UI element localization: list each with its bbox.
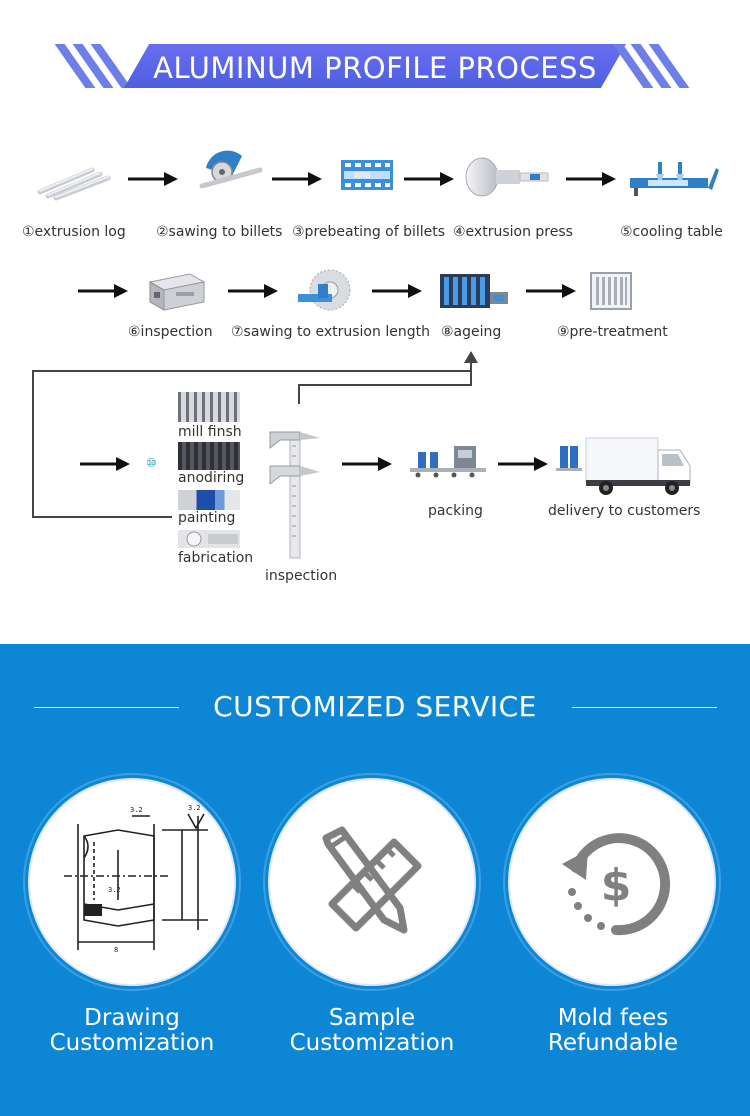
connector-line — [32, 516, 172, 518]
pretreatment-rack-icon — [590, 272, 632, 310]
ageing-oven-icon — [438, 272, 510, 310]
extrusion-log-icon — [32, 158, 112, 202]
step-label-extrusion-press: ④extrusion press — [453, 224, 573, 240]
card-label-line: Refundable — [547, 1030, 679, 1056]
step-label-final-inspection: inspection — [265, 568, 338, 584]
svg-text:3.2: 3.2 — [188, 804, 201, 812]
service-title: CUSTOMIZED SERVICE — [213, 690, 537, 723]
step-label-sawing-length: ⑦sawing to extrusion length — [231, 324, 430, 340]
pencil-ruler-icon — [314, 824, 434, 949]
customized-service-section: CUSTOMIZED SERVICE — [0, 644, 750, 1116]
step-label-sawing-billets: ②sawing to billets — [156, 224, 283, 240]
sample-circle — [268, 778, 476, 986]
step-label-cooling-table: ⑤cooling table — [620, 224, 723, 240]
card-label-line: Drawing — [84, 1005, 180, 1031]
truck-icon — [556, 436, 692, 496]
dollar-refund-icon: $ — [556, 824, 676, 949]
arrow-right-icon — [228, 284, 278, 298]
step-label-extrusion-log: ①extrusion log — [22, 224, 126, 240]
cooling-table-icon — [628, 160, 720, 198]
step-label-preheating: ③prebeating of billets — [292, 224, 446, 240]
arrow-right-icon — [272, 172, 322, 186]
finish-label-fabrication: fabrication — [178, 550, 254, 566]
technical-drawing-icon: 3.2 3.2 3.2 8 — [58, 800, 208, 965]
arrow-up-icon — [464, 350, 478, 363]
drawing-circle: 3.2 3.2 3.2 8 — [28, 778, 236, 986]
step-label-delivery: delivery to customers — [548, 503, 701, 519]
svg-text:3.2: 3.2 — [108, 886, 121, 894]
card-label-line: Customization — [49, 1030, 215, 1056]
circular-saw-icon — [296, 268, 356, 316]
connector-line — [32, 370, 34, 518]
card-label-line: Sample — [328, 1005, 416, 1031]
title-rule-left — [34, 707, 179, 708]
svg-text:$: $ — [601, 860, 632, 911]
furnace-icon — [340, 158, 394, 192]
caliper-icon — [266, 426, 326, 560]
card-label-line: Mold fees — [557, 1005, 669, 1031]
step-label-ageing: ⑧ageing — [441, 324, 502, 340]
arrow-right-icon — [78, 284, 128, 298]
connector-line — [470, 358, 472, 386]
step-marker-10: ⑩ — [146, 456, 157, 470]
arrow-right-icon — [404, 172, 454, 186]
step-label-pretreatment: ⑨pre-treatment — [557, 324, 668, 340]
card-label-sample: Sample Customization — [252, 1006, 492, 1056]
arrow-right-icon — [526, 284, 576, 298]
arrow-right-icon — [128, 172, 178, 186]
arrow-right-icon — [372, 284, 422, 298]
mill-finish-swatch — [178, 392, 240, 422]
page-title: ALUMINUM PROFILE PROCESS — [153, 51, 597, 85]
painting-swatch — [178, 490, 240, 510]
finish-label-anodizing: anodiring — [178, 470, 245, 486]
arrow-right-icon — [566, 172, 616, 186]
step-label-packing: packing — [428, 503, 483, 519]
svg-text:8: 8 — [114, 946, 118, 954]
connector-line — [298, 384, 300, 404]
arrow-right-icon — [498, 457, 548, 471]
packing-icon — [410, 444, 486, 478]
saw-icon — [198, 142, 264, 194]
card-label-line: Customization — [289, 1030, 455, 1056]
card-label-mold: Mold fees Refundable — [493, 1006, 733, 1056]
profile-icon — [146, 272, 208, 312]
connector-line — [298, 384, 472, 386]
arrow-right-icon — [342, 457, 392, 471]
title-rule-right — [572, 707, 717, 708]
press-icon — [464, 156, 554, 198]
process-banner: ALUMINUM PROFILE PROCESS — [54, 44, 690, 88]
fabrication-swatch — [178, 530, 240, 548]
refund-circle: $ — [508, 778, 716, 986]
arrow-right-icon — [80, 457, 130, 471]
finish-label-painting: painting — [178, 510, 236, 526]
finish-label-mill: mill finsh — [178, 424, 242, 440]
anodizing-swatch — [178, 442, 240, 470]
svg-text:3.2: 3.2 — [130, 806, 143, 814]
connector-line — [32, 370, 472, 372]
step-label-inspection: ⑥inspection — [128, 324, 213, 340]
card-label-drawing: Drawing Customization — [12, 1006, 252, 1056]
banner-ribbon — [124, 44, 626, 88]
